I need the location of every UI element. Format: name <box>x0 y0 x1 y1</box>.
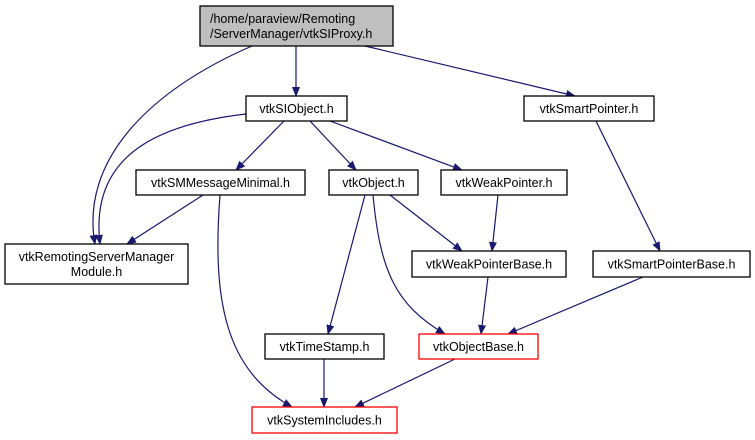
node-label: /ServerManager/vtkSIProxy.h <box>210 27 372 41</box>
node-box <box>251 406 398 434</box>
edge-si-object-to-weak-pointer <box>329 120 463 171</box>
node-box <box>592 250 751 278</box>
node-label: vtkObject.h <box>342 176 405 190</box>
node-box <box>135 169 306 196</box>
node-time-stamp[interactable]: vtkTimeStamp.h <box>264 333 385 360</box>
node-root: /home/paraview/Remoting/ServerManager/vt… <box>199 5 394 47</box>
node-label: vtkSIObject.h <box>259 102 333 116</box>
node-box <box>264 333 385 360</box>
node-system-includes[interactable]: vtkSystemIncludes.h <box>251 406 398 434</box>
edge-si-object-to-sm-message-minimal <box>235 120 285 171</box>
node-si-object[interactable]: vtkSIObject.h <box>245 95 348 122</box>
edge-sm-message-minimal-to-remoting-module <box>126 194 204 245</box>
edge-si-object-to-remoting-module <box>94 113 247 245</box>
node-label: /home/paraview/Remoting <box>210 12 355 26</box>
edge-root-to-smart-pointer <box>364 45 576 98</box>
node-label: vtkSmartPointerBase.h <box>608 258 736 272</box>
node-box <box>328 169 419 196</box>
edge-object-base-to-system-includes <box>354 358 456 408</box>
node-label: vtkWeakPointerBase.h <box>426 258 552 272</box>
edge-smart-pointer-base-to-object-base <box>507 276 644 335</box>
node-box <box>199 5 394 47</box>
node-box <box>440 169 568 196</box>
node-vtk-object[interactable]: vtkObject.h <box>328 169 419 196</box>
edge-vtk-object-to-weak-pointer-base <box>389 194 463 252</box>
edge-vtk-object-to-time-stamp <box>326 194 366 335</box>
node-weak-pointer-base[interactable]: vtkWeakPointerBase.h <box>411 250 567 278</box>
edge-vtk-object-to-object-base <box>372 194 446 335</box>
edge-weak-pointer-base-to-object-base <box>478 276 489 335</box>
edge-sm-message-minimal-to-system-includes <box>217 194 293 408</box>
node-label: vtkSmartPointer.h <box>540 102 639 116</box>
node-label: vtkWeakPointer.h <box>455 176 552 190</box>
node-label: vtkSystemIncludes.h <box>267 414 382 428</box>
node-label: vtkObjectBase.h <box>433 340 524 354</box>
node-sm-message-minimal[interactable]: vtkSMMessageMinimal.h <box>135 169 306 196</box>
node-label: vtkSMMessageMinimal.h <box>151 176 290 190</box>
node-object-base[interactable]: vtkObjectBase.h <box>418 333 539 360</box>
node-box <box>245 95 348 122</box>
node-label: Module.h <box>71 265 122 279</box>
edge-root-to-remoting-module <box>89 45 253 245</box>
node-box <box>4 243 189 285</box>
edge-weak-pointer-to-weak-pointer-base <box>488 194 499 252</box>
node-box <box>523 95 655 122</box>
node-label: vtkRemotingServerManager <box>19 250 175 264</box>
node-box <box>411 250 567 278</box>
edge-si-object-to-vtk-object <box>309 120 357 171</box>
node-weak-pointer[interactable]: vtkWeakPointer.h <box>440 169 568 196</box>
node-smart-pointer[interactable]: vtkSmartPointer.h <box>523 95 655 122</box>
node-smart-pointer-base[interactable]: vtkSmartPointerBase.h <box>592 250 751 278</box>
node-box <box>418 333 539 360</box>
node-label: vtkTimeStamp.h <box>280 340 370 354</box>
edge-smart-pointer-to-smart-pointer-base <box>595 120 661 252</box>
